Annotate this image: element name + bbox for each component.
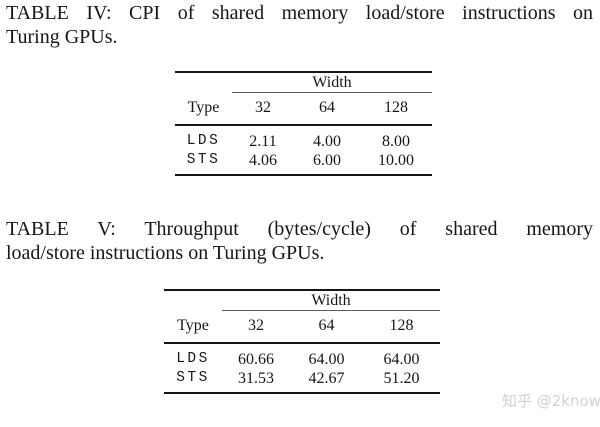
table5-caption: TABLE V: Throughput (bytes/cycle) of sha… [6,217,593,265]
table4-column-header-row: Type 32 64 128 [175,92,433,126]
table4-empty-corner-cell [175,72,232,93]
table4-width-group-header: Width [232,72,433,93]
table4-grid: Width Type 32 64 128 LDS 2.11 4.00 8.00 … [175,71,433,176]
table5-lds-128: 64.00 [383,351,420,368]
table5-col-header-type: Type [164,310,222,344]
table5-group-header-row: Width [164,290,441,311]
table5-column-header-row: Type 32 64 128 [164,310,441,344]
table5-col-header-128: 128 [363,310,441,344]
table4-sts-64: 6.00 [313,152,341,169]
table5-caption-line1: TABLE V: Throughput (bytes/cycle) of sha… [6,218,593,240]
table5-width-group-header: Width [222,290,441,311]
table5-sts-128: 51.20 [383,370,420,387]
table5-lds-32: 60.66 [238,351,274,368]
table5-col-header-64: 64 [290,310,363,344]
table4-lds-32: 2.11 [249,133,277,150]
table4-caption-line1: TABLE IV: CPI of shared memory load/stor… [6,2,593,24]
table4-row-label-lds: LDS [186,133,221,149]
table4-sts-128: 10.00 [378,152,415,169]
table5-grid: Width Type 32 64 128 LDS 60.66 64.00 64.… [164,289,441,394]
table4-lds-128: 8.00 [382,133,411,150]
table4-lds-64: 4.00 [313,133,341,150]
table4-row-lds: LDS 2.11 4.00 8.00 [175,125,432,151]
table5-row-label-sts: STS [176,370,210,386]
table4-group-header-row: Width [175,72,433,93]
table4: Width Type 32 64 128 LDS 2.11 4.00 8.00 … [175,71,433,176]
table4-row-label-sts: STS [186,152,221,168]
table4-col-header-32: 32 [232,92,294,126]
table4-caption-line2: Turing GPUs. [6,26,118,48]
table4-col-header-64: 64 [294,92,360,126]
watermark-zhihu: 知乎 @2know [502,392,600,410]
table4-sts-32: 4.06 [249,152,277,169]
table5: Width Type 32 64 128 LDS 60.66 64.00 64.… [164,289,441,394]
table5-sts-64: 42.67 [308,370,345,387]
table5-row-sts: STS 31.53 42.67 51.20 [164,369,440,393]
table5-sts-32: 31.53 [238,370,274,387]
table5-row-label-lds: LDS [176,351,210,367]
table5-caption-line2: load/store instructions on Turing GPUs. [6,242,325,264]
table4-col-header-type: Type [175,92,232,126]
table5-lds-64: 64.00 [308,351,345,368]
table4-caption: TABLE IV: CPI of shared memory load/stor… [6,1,593,49]
table4-row-sts: STS 4.06 6.00 10.00 [175,151,432,175]
table5-col-header-32: 32 [222,310,290,344]
table4-col-header-128: 128 [360,92,433,126]
table5-empty-corner-cell [164,290,222,311]
table5-row-lds: LDS 60.66 64.00 64.00 [164,343,440,369]
